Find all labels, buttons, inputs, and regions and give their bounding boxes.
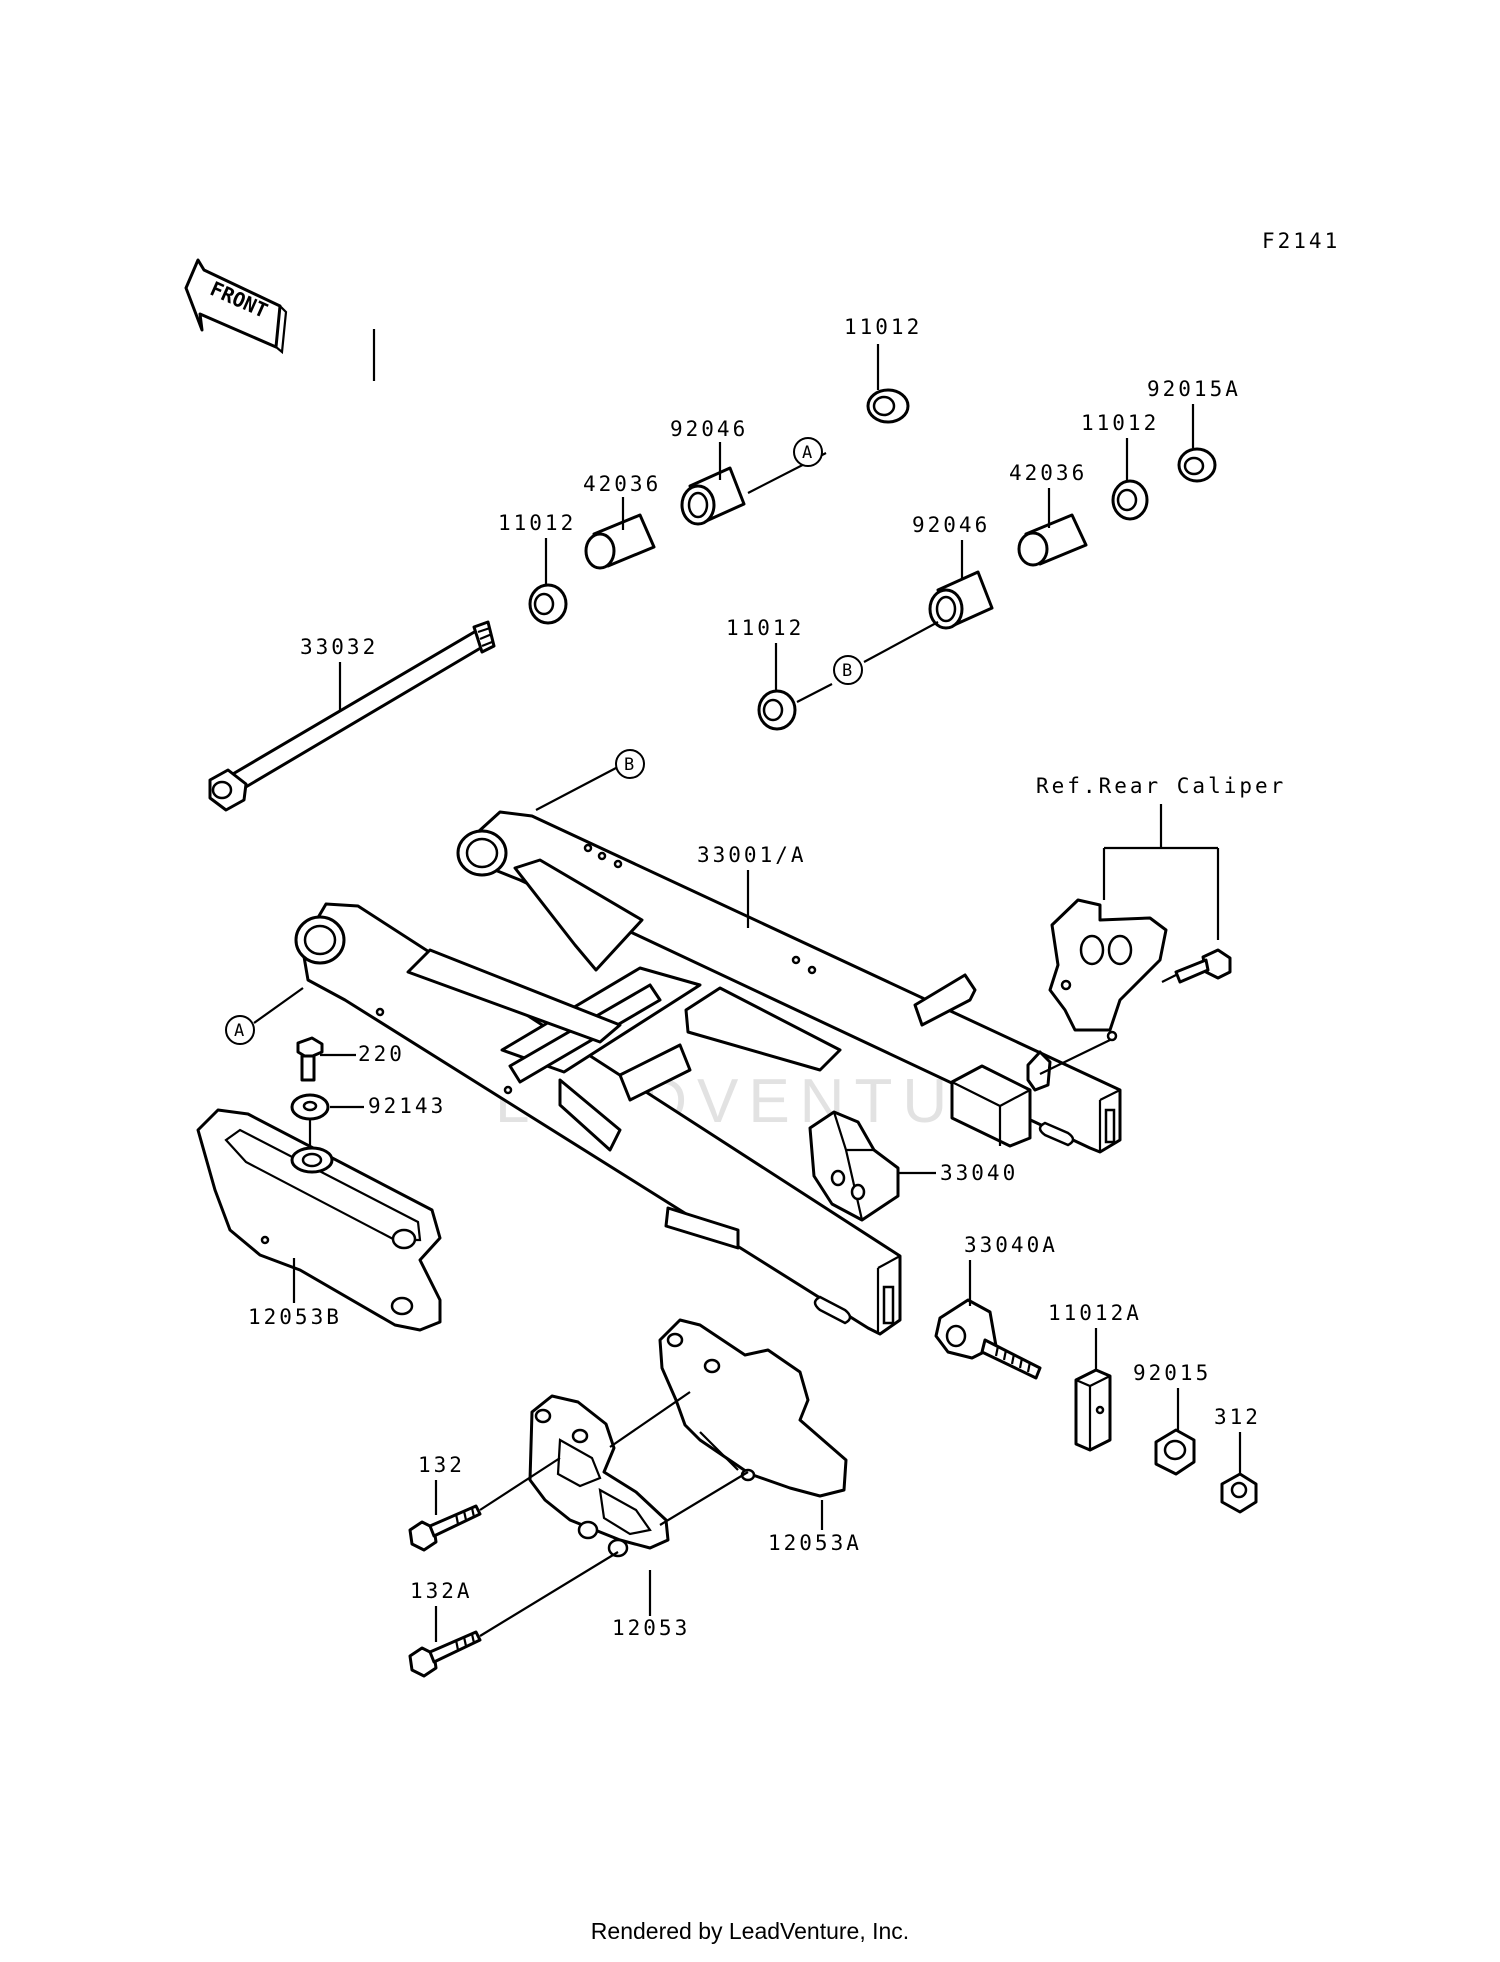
bearing-92046-lower: [928, 570, 994, 630]
caliper-bolt: [1174, 948, 1232, 984]
collar-11012-top: [866, 388, 910, 424]
label-33040A: 33040A: [964, 1233, 1058, 1257]
label-92046-upper: 92046: [670, 417, 748, 441]
svg-text:B: B: [624, 755, 634, 775]
chain-guide-12053B: [196, 1108, 442, 1332]
callout-a-swingarm: A: [225, 1015, 255, 1045]
spacer-42036-upper: [584, 513, 656, 570]
chain-adjuster-33040A: [934, 1298, 1042, 1380]
label-132A: 132A: [410, 1579, 473, 1603]
swingarm-33001A: [294, 810, 1122, 1336]
chain-guide-12053: [528, 1394, 670, 1558]
label-33040: 33040: [940, 1161, 1018, 1185]
bearing-92046-upper: [680, 466, 746, 526]
collar-11012-lower: [757, 689, 797, 731]
nut-312: [1220, 1472, 1258, 1514]
label-92143: 92143: [368, 1094, 446, 1118]
label-11012-right: 11012: [1081, 411, 1159, 435]
label-33001A: 33001/A: [697, 843, 807, 867]
svg-text:A: A: [802, 443, 812, 463]
label-132: 132: [418, 1453, 465, 1477]
bolt-132A: [408, 1630, 482, 1678]
bolt-220: [296, 1036, 324, 1082]
label-33032: 33032: [300, 635, 378, 659]
nut-92015: [1154, 1428, 1196, 1476]
callout-a-upper: A: [793, 437, 823, 467]
callout-b-lower: B: [833, 655, 863, 685]
label-42036-right: 42036: [1009, 461, 1087, 485]
front-arrow-icon: FRONT: [184, 258, 288, 355]
label-11012A: 11012A: [1048, 1301, 1142, 1325]
label-312: 312: [1214, 1405, 1261, 1429]
label-92015A: 92015A: [1147, 377, 1241, 401]
figure-code: F2141: [1262, 229, 1340, 253]
label-11012-top: 11012: [844, 315, 922, 339]
spacer-42036-right: [1017, 513, 1088, 567]
label-92046-lower: 92046: [912, 513, 990, 537]
callout-b-swingarm: B: [615, 749, 645, 779]
label-11012-left: 11012: [498, 511, 576, 535]
nut-92015A: [1177, 447, 1217, 483]
chain-guide-12053A: [658, 1318, 848, 1498]
block-11012A: [1074, 1368, 1112, 1452]
label-12053: 12053: [612, 1616, 690, 1640]
caliper-bracket: [1048, 898, 1168, 1042]
ref-rear-caliper-note: Ref.Rear Caliper: [1036, 774, 1286, 798]
label-12053A: 12053A: [768, 1531, 862, 1555]
label-42036-upper: 42036: [583, 472, 661, 496]
collar-11012-right: [1111, 479, 1149, 521]
footer-credit: Rendered by LeadVenture, Inc.: [590, 1918, 910, 1944]
svg-text:A: A: [234, 1021, 244, 1041]
washer-92143: [290, 1093, 330, 1121]
label-11012-lower: 11012: [726, 616, 804, 640]
label-92015: 92015: [1133, 1361, 1211, 1385]
bolt-132: [408, 1504, 482, 1552]
chain-adjuster-33040: [808, 1110, 900, 1222]
collar-11012-left: [528, 583, 568, 625]
label-12053B: 12053B: [248, 1305, 342, 1329]
label-220: 220: [358, 1042, 405, 1066]
pivot-shaft-33032: [208, 620, 496, 812]
svg-text:B: B: [842, 661, 852, 681]
